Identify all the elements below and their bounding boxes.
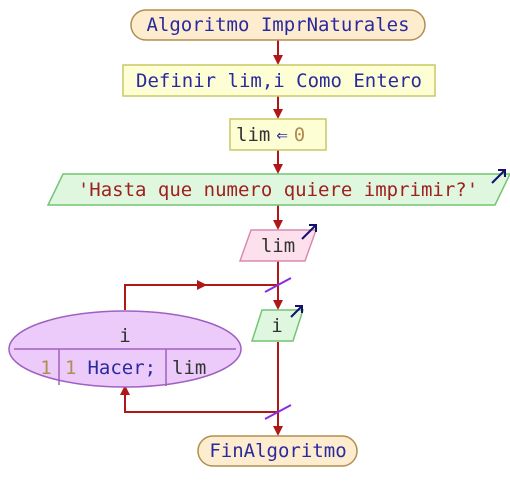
start-node[interactable]: Algoritmo ImprNaturales <box>130 9 426 41</box>
end-terminal-shape <box>197 435 358 467</box>
input-var-label: lim <box>261 235 295 257</box>
define-label: Definir lim,i Como Entero <box>136 70 422 92</box>
loop-connector-top <box>124 284 205 310</box>
start-label: Algoritmo ImprNaturales <box>146 14 409 36</box>
loop-end: lim <box>172 357 206 379</box>
loop-node[interactable]: i 1 1 Hacer; lim <box>8 310 242 388</box>
input-node[interactable]: lim <box>238 224 318 262</box>
input-shape <box>238 229 318 262</box>
input-arrow-icon <box>301 224 317 240</box>
junction-mark-top <box>264 277 292 293</box>
assign-value: 0 <box>294 124 305 146</box>
output-node[interactable]: 'Hasta que numero quiere imprimir?' <box>46 169 510 206</box>
assign-process-shape <box>229 118 327 151</box>
loop-output-var: i <box>271 315 282 337</box>
end-label: FinAlgoritmo <box>209 440 346 462</box>
loop-var: i <box>119 325 130 347</box>
output-text: 'Hasta que numero quiere imprimir?' <box>78 179 478 201</box>
define-process-shape <box>122 64 436 97</box>
loop-step: 1 <box>65 357 76 379</box>
loop-start: 1 <box>40 357 51 379</box>
assign-var: lim <box>236 124 270 146</box>
svg-text:lim⇐0: lim ⇐ 0 <box>236 124 305 146</box>
assign-arrow-icon: ⇐ <box>276 124 287 146</box>
output-shape <box>46 173 510 206</box>
junction-mark-bottom <box>264 404 292 420</box>
end-node[interactable]: FinAlgoritmo <box>197 435 358 467</box>
loop-keyword: Hacer; <box>87 357 156 379</box>
output-arrow-icon <box>491 169 506 184</box>
loop-output-arrow-icon <box>290 305 303 318</box>
define-node[interactable]: Definir lim,i Como Entero <box>122 64 436 97</box>
loop-output-node[interactable]: i <box>250 305 305 342</box>
loop-connector-bottom <box>124 388 278 413</box>
start-terminal-shape <box>130 9 426 41</box>
assign-node[interactable]: lim ⇐ 0 <box>229 118 327 151</box>
loop-output-shape <box>250 309 305 342</box>
